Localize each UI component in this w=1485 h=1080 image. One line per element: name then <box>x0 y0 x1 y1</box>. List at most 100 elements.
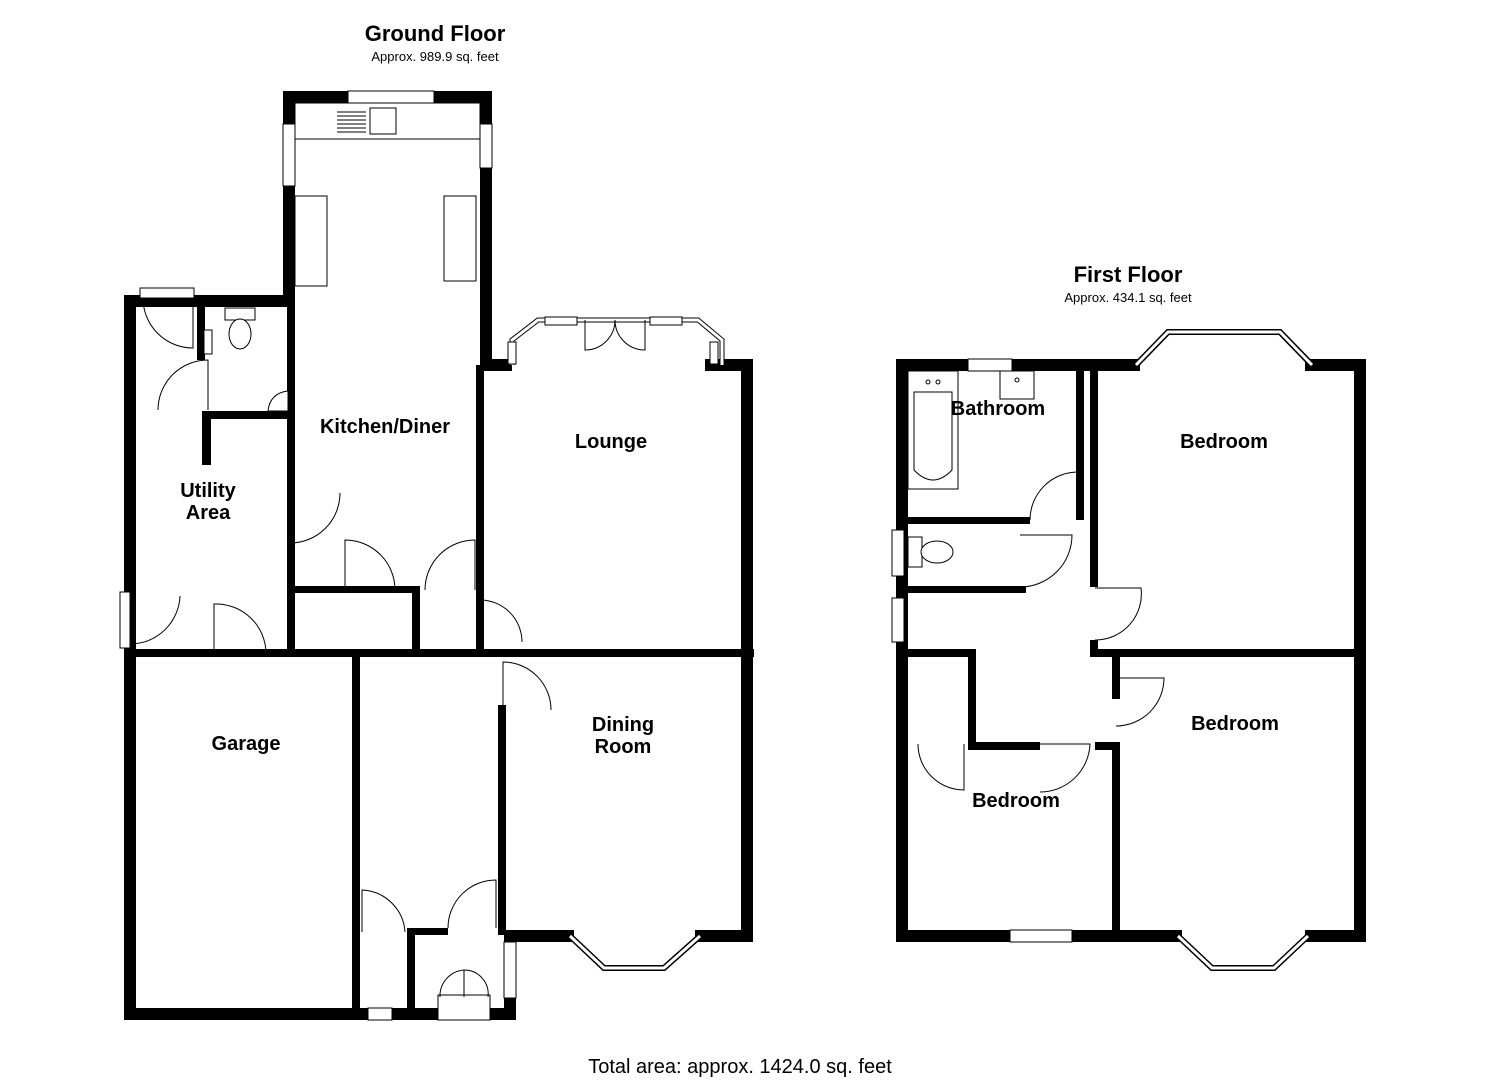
wall <box>1112 742 1120 936</box>
wall <box>1090 640 1098 656</box>
wall <box>1095 742 1117 750</box>
window <box>649 316 683 326</box>
ground-floor-area: Approx. 989.9 sq. feet <box>371 49 499 64</box>
room-label-dining: Room <box>595 736 652 758</box>
wall <box>480 359 512 371</box>
drainer <box>337 111 366 133</box>
door-swing <box>439 969 489 998</box>
wall <box>283 91 295 306</box>
bay-window <box>1134 330 1314 367</box>
bathtub-inner <box>913 391 953 481</box>
room-label-garage: Garage <box>212 733 281 755</box>
wall <box>968 649 976 749</box>
tap <box>925 379 931 385</box>
first-floor-title: First Floor <box>1074 262 1183 287</box>
door-swing <box>1115 677 1165 727</box>
door-swing <box>1094 587 1142 641</box>
door-swing <box>447 879 497 929</box>
window <box>139 287 195 299</box>
window <box>119 591 131 649</box>
bay-window <box>509 317 725 365</box>
bay-window <box>1176 934 1310 970</box>
wall <box>124 1008 516 1020</box>
worktop <box>443 195 477 282</box>
window <box>367 1007 393 1021</box>
door-swing <box>157 359 209 411</box>
window <box>282 123 296 187</box>
first-floor-area: Approx. 434.1 sq. feet <box>1064 290 1192 305</box>
cistern <box>224 307 256 321</box>
wall <box>124 649 754 657</box>
wall <box>291 586 420 593</box>
bay-window <box>510 318 724 365</box>
wall <box>1076 365 1084 520</box>
ground-floor-title: Ground Floor <box>365 21 506 46</box>
toilet <box>228 318 252 350</box>
window <box>479 123 493 169</box>
door-swing <box>584 319 646 351</box>
room-label-dining: Dining <box>592 714 654 736</box>
window <box>891 529 905 577</box>
bay-window <box>1175 933 1311 971</box>
wall <box>197 300 205 360</box>
door-swing <box>424 539 476 591</box>
wall <box>900 517 1030 524</box>
door-swing <box>213 603 267 653</box>
wall <box>1090 649 1360 657</box>
door-swing <box>917 743 965 791</box>
wall <box>202 411 211 465</box>
door-swing <box>1019 534 1073 588</box>
bay-window <box>568 934 701 970</box>
door-swing <box>289 492 341 544</box>
room-label-bathroom: Bathroom <box>951 398 1045 420</box>
wall <box>352 653 360 1013</box>
wall <box>412 590 420 656</box>
window <box>437 994 491 1021</box>
wall <box>1112 649 1120 699</box>
wall <box>1305 359 1366 371</box>
room-label-lounge: Lounge <box>575 431 647 453</box>
worktop <box>294 195 328 287</box>
window <box>709 341 719 365</box>
door-swing <box>344 539 396 591</box>
door-swing <box>142 297 194 349</box>
tap <box>1014 377 1020 383</box>
wall <box>413 928 448 935</box>
toilet <box>920 540 954 564</box>
door-swing <box>479 599 523 643</box>
wall <box>900 649 976 657</box>
room-label-bedroom: Bedroom <box>1191 713 1279 735</box>
wall <box>896 359 1140 371</box>
tap <box>935 379 941 385</box>
door-swing <box>361 889 406 933</box>
window <box>1009 929 1073 943</box>
window <box>503 941 517 999</box>
wall <box>900 586 1026 593</box>
wall <box>476 365 484 655</box>
window <box>347 90 435 104</box>
basin <box>267 390 289 412</box>
room-label-bedroom: Bedroom <box>1180 431 1268 453</box>
basin <box>999 370 1035 400</box>
window <box>544 316 578 326</box>
room-label-kitchen: Kitchen/Diner <box>320 416 450 438</box>
door-swing <box>1029 471 1079 521</box>
first-floor-plan <box>891 329 1366 971</box>
wall <box>407 928 415 1012</box>
ground-floor-plan <box>119 90 754 1021</box>
wall <box>504 930 574 942</box>
cistern <box>907 536 923 568</box>
wall <box>695 930 753 942</box>
window <box>203 329 213 355</box>
window <box>967 358 1013 372</box>
door-swing <box>1039 743 1091 793</box>
door-swing <box>502 661 552 711</box>
wall <box>968 742 1040 750</box>
wall <box>1305 930 1366 942</box>
window <box>507 341 517 365</box>
wall <box>124 295 136 1020</box>
door-swing <box>129 595 181 645</box>
room-label-bedroom: Bedroom <box>972 790 1060 812</box>
wall <box>202 411 291 419</box>
